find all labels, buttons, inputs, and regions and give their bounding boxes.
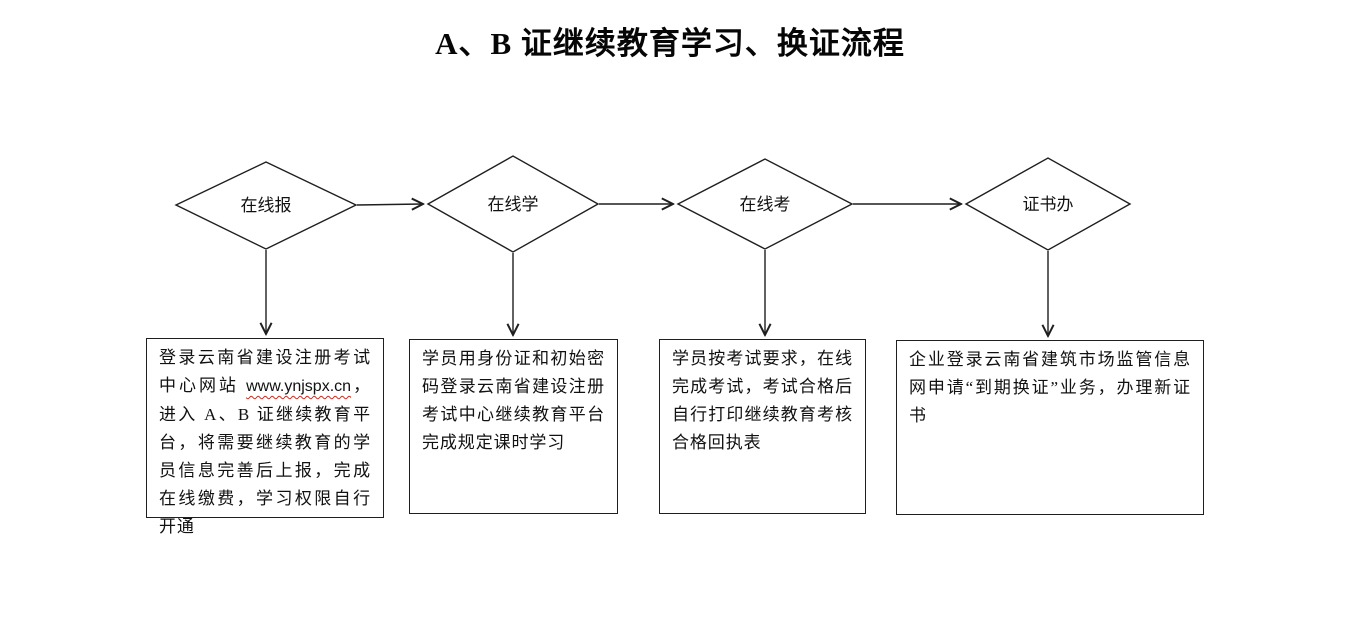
step-box-online-learning: 学员用身份证和初始密码登录云南省建设注册考试中心继续教育平台完成规定课时学习 [409, 339, 618, 514]
diamond-label-online-registration: 在线报 [241, 196, 292, 215]
step-box-online-exam: 学员按考试要求，在线完成考试，考试合格后自行打印继续教育考核合格回执表 [659, 339, 866, 514]
registration-text-before-link: 登录云南省建设注册考试中心网站 [159, 348, 371, 395]
arrow-register-to-learn [356, 204, 423, 205]
step-box-online-registration: 登录云南省建设注册考试中心网站 www.ynjspx.cn，进入 A、B 证继续… [146, 338, 384, 536]
exam-text: 学员按考试要求，在线完成考试，考试合格后自行打印继续教育考核合格回执表 [672, 349, 853, 452]
learning-text: 学员用身份证和初始密码登录云南省建设注册考试中心继续教育平台完成规定课时学习 [422, 349, 605, 452]
registration-text-after-link: ，进入 A、B 证继续教育平台，将需要继续教育的学员信息完善后上报，完成在线缴费… [159, 376, 372, 536]
diamond-certificate-processing [964, 157, 1132, 251]
page-title: A、B 证继续教育学习、换证流程 [435, 26, 905, 61]
diamond-online-registration [174, 161, 358, 250]
diamond-label-online-exam: 在线考 [740, 195, 791, 214]
certificate-text: 企业登录云南省建筑市场监管信息网申请“到期换证”业务，办理新证书 [909, 350, 1191, 425]
diamond-label-certificate-processing: 证书办 [1023, 195, 1074, 214]
diamond-label-online-learning: 在线学 [488, 195, 539, 214]
website-link-text: www.ynjspx.cn [246, 378, 352, 395]
step-box-certificate-processing: 企业登录云南省建筑市场监管信息网申请“到期换证”业务，办理新证书 [896, 340, 1204, 515]
diamond-online-learning [426, 155, 600, 253]
diamond-online-exam [676, 158, 854, 250]
